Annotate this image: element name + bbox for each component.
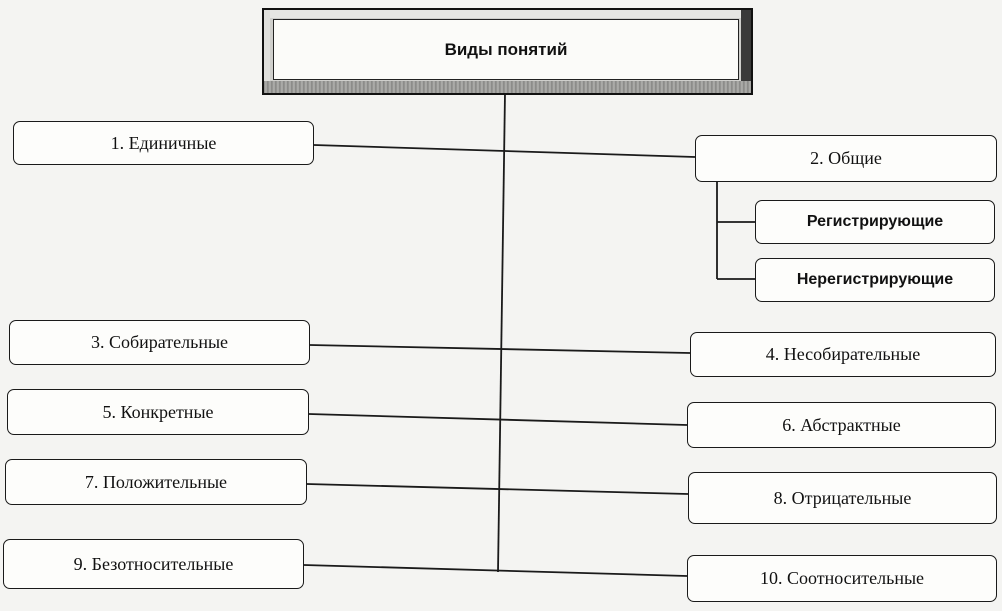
title-bevel-bottom (264, 81, 751, 93)
node-non-collective: 4. Несобирательные (690, 332, 996, 377)
title-box: Виды понятий (262, 8, 753, 95)
node-abstract: 6. Абстрактные (687, 402, 996, 448)
link-n7-n8 (306, 483, 689, 495)
node-non-relative: 9. Безотносительные (3, 539, 304, 589)
link-n9-n10 (303, 564, 688, 577)
title-bevel-right (741, 10, 751, 93)
title-bevel-left (264, 10, 270, 93)
node-positive: 7. Положительные (5, 459, 307, 505)
node-general: 2. Общие (695, 135, 997, 182)
node-relative: 10. Соотносительные (687, 555, 997, 602)
node-concrete: 5. Конкретные (7, 389, 309, 435)
node-general-non-registering: Нерегистрирующие (755, 258, 995, 302)
diagram-title: Виды понятий (273, 19, 739, 80)
node-singular: 1. Единичные (13, 121, 314, 165)
node-general-registering: Регистрирующие (755, 200, 995, 244)
title-bevel-top (264, 10, 751, 18)
link-n5-n6 (308, 413, 688, 426)
trunk-line (497, 92, 506, 573)
node-negative: 8. Отрицательные (688, 472, 997, 524)
link-n1-n2 (313, 144, 696, 158)
node-collective: 3. Собирательные (9, 320, 310, 365)
link-n3-n4 (309, 344, 691, 354)
